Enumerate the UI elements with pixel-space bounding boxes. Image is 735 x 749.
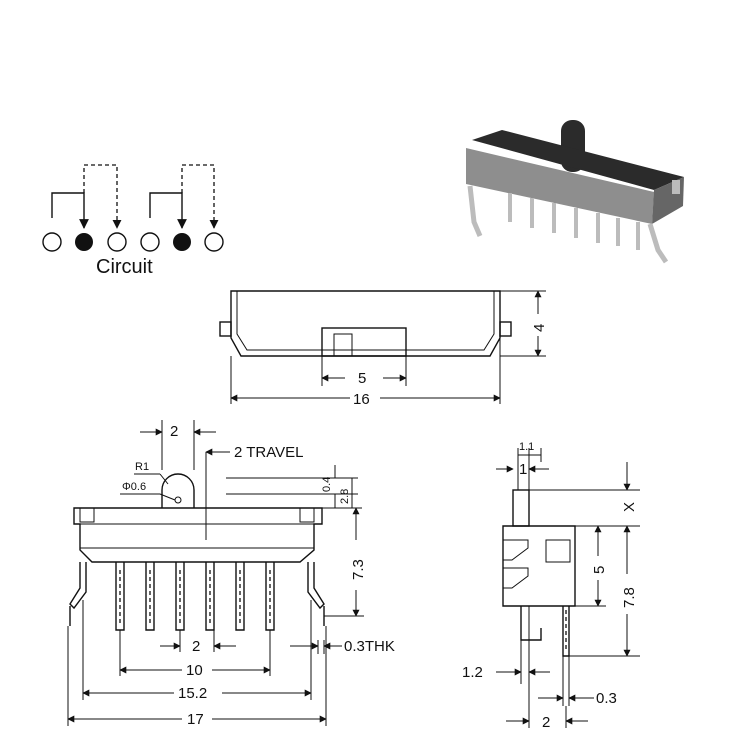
dim-28: 2.8 (339, 489, 351, 504)
terminal-common-1 (75, 233, 93, 251)
dim-78: 7.8 (621, 587, 638, 608)
circuit-label: Circuit (96, 256, 153, 278)
side-view: 2 2 TRAVEL R1 Φ0.6 0.4 2.8 7.3 2 (67, 420, 395, 728)
circuit-symbol: Circuit (42, 164, 224, 278)
dim-hole: Φ0.6 (122, 481, 146, 493)
dim-2: 2 (542, 714, 550, 731)
front-view: 5 16 4 (219, 290, 548, 408)
dim-10: 10 (186, 662, 203, 679)
dim-11: 1.1 (519, 441, 534, 453)
dim-04: 0.4 (321, 477, 333, 492)
dim-17: 17 (187, 711, 204, 728)
terminal-open-1 (42, 232, 62, 252)
dim-height: 4 (531, 324, 548, 332)
dim-radius: R1 (135, 461, 149, 473)
dim-width: 16 (353, 391, 370, 408)
dim-1: 1 (519, 461, 527, 478)
end-view: 1.1 1 X 5 7.8 1.2 0.3 (462, 441, 640, 731)
dim-73: 7.3 (350, 559, 367, 580)
product-photo (466, 120, 684, 264)
dim-152: 15.2 (178, 685, 207, 702)
dim-travel: 2 TRAVEL (234, 444, 303, 461)
dim-5: 5 (591, 566, 608, 574)
pins (115, 562, 275, 631)
dim-03: 0.3 (596, 690, 617, 707)
terminal-common-2 (173, 233, 191, 251)
terminal-open-3 (140, 232, 160, 252)
dim-12: 1.2 (462, 664, 483, 681)
dim-pitch: 2 (192, 638, 200, 655)
dim-thk: 0.3THK (344, 638, 395, 655)
terminal-open-4 (204, 232, 224, 252)
terminal-open-2 (107, 232, 127, 252)
dim-actuator-width: 2 (170, 423, 178, 440)
dim-actuator: 5 (358, 370, 366, 387)
dim-x: X (621, 502, 638, 512)
